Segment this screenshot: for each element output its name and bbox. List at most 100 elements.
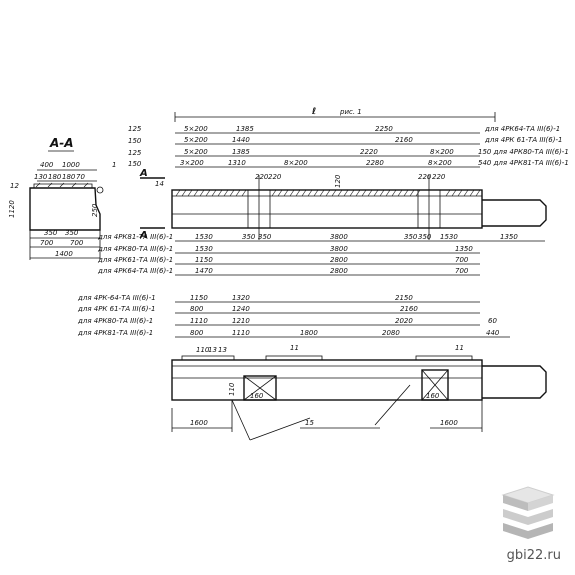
dim-text: 350 (242, 233, 256, 241)
lower-beam (171, 359, 483, 401)
dim-text: 1240 (232, 305, 250, 313)
dim-text: 1470 (195, 267, 213, 275)
site-logo (493, 483, 563, 563)
dim-text: 1350 (455, 245, 473, 253)
hatch-line (325, 189, 331, 197)
dim-text: 1320 (232, 294, 250, 302)
section-dim: 12 (10, 182, 19, 190)
hatch-line (319, 189, 325, 197)
upper-left-dim: 150 (128, 137, 142, 145)
hatch-line (271, 189, 277, 197)
hatch-line (457, 189, 463, 197)
upper-left-dim: 125 (128, 125, 142, 133)
dim-text: 220 (268, 173, 282, 181)
section-dim: 1120 (8, 200, 16, 218)
row-caption: для 4РК61-ТА III(6)-1 (97, 256, 173, 264)
dim-text: 1530 (440, 233, 458, 241)
dim-text: 2160 (395, 136, 413, 144)
section-profile (29, 187, 101, 231)
dim-text: 14 (155, 180, 164, 188)
dim-text: 1310 (228, 159, 246, 167)
dim-text: 1110 (190, 317, 208, 325)
row-caption: для 4РК 61-ТА III(6)-1 (484, 136, 562, 144)
hatch-line (283, 189, 289, 197)
hatch-line (463, 189, 469, 197)
section-dim: 250 (91, 203, 99, 217)
row-caption: для 4РК80-ТА III(6)-1 (77, 317, 153, 325)
hatch-line (217, 189, 223, 197)
dim-text: 5×200 (184, 148, 208, 156)
row-caption: для 4РК64-ТА III(6)-1 (97, 267, 173, 275)
row-caption: для 4РК64-ТА III(6)-1 (484, 125, 560, 133)
dim-text: 2800 (330, 256, 348, 264)
hatch-line (331, 189, 337, 197)
overall-length-dimension: ℓ рис. 1 (174, 107, 496, 122)
dim-text: 2160 (400, 305, 418, 313)
dim-text: 1385 (232, 148, 250, 156)
dim-text: 220 (418, 173, 432, 181)
dim-text: 160 (426, 392, 440, 400)
upper-left-dim: 125 (128, 149, 142, 157)
section-dim: 700 (70, 239, 84, 247)
hatch-line (397, 189, 403, 197)
section-dim: 350 (44, 229, 58, 237)
upper-beam (171, 189, 483, 229)
dim-text: 350 (418, 233, 432, 241)
site-url: gbi22.ru (506, 548, 561, 563)
hatch-line (445, 189, 451, 197)
dim-text: 1110 (232, 329, 250, 337)
hatch-line (403, 189, 409, 197)
section-dim: 70 (76, 173, 85, 181)
row-caption: для 4РК-64-ТА III(6)-1 (77, 294, 156, 302)
dim-text: 8×200 (430, 148, 454, 156)
dim-text: 1150 (195, 256, 213, 264)
row-caption: для 4РК80-ТА III(6)-1 (97, 245, 173, 253)
section-title: А-А (49, 136, 74, 150)
dim-text: 1350 (500, 233, 518, 241)
dim-text: 1530 (195, 245, 213, 253)
dim-text: 800 (190, 329, 204, 337)
hatch-line (343, 189, 349, 197)
dim-text: 8×200 (284, 159, 308, 167)
dim-text: 220 (255, 173, 269, 181)
row-caption: для 4РК 61-ТА III(6)-1 (77, 305, 155, 313)
dim-text: 13 (208, 346, 217, 354)
dim-text: 2080 (382, 329, 400, 337)
dim-text: 1440 (232, 136, 250, 144)
dim-text: 1150 (190, 294, 208, 302)
hatch-line (379, 189, 385, 197)
dim-text: 1600 (440, 419, 458, 427)
hatch-line (313, 189, 319, 197)
dim-text: 5×200 (184, 125, 208, 133)
dim-text: 8×200 (428, 159, 452, 167)
hatch-line (409, 189, 415, 197)
dim-text: 1385 (236, 125, 254, 133)
dim-text: 2800 (330, 267, 348, 275)
dim-text: 800 (190, 305, 204, 313)
hatch-line (229, 189, 235, 197)
hatch-line (289, 189, 295, 197)
dim-text: 700 (455, 267, 469, 275)
dim-text: 1800 (300, 329, 318, 337)
hatch-line (223, 189, 229, 197)
dim-text: 350 (404, 233, 418, 241)
dim-text: 700 (455, 256, 469, 264)
section-a-a: А-А 400 1000 130 180 180 70 1 12 1120 25… (8, 136, 116, 260)
hatch-line (235, 189, 241, 197)
dim-text: 11 (455, 344, 464, 352)
hatch-line (349, 189, 355, 197)
section-dim: 400 (40, 161, 54, 169)
dim-text: 2150 (395, 294, 413, 302)
dim-text: 15 (305, 419, 314, 427)
figure-label: рис. 1 (339, 108, 362, 116)
row-caption: 150 для 4РК80-ТА III(6)-1 (478, 148, 569, 156)
hatch-line (361, 189, 367, 197)
dim-text: 1600 (190, 419, 208, 427)
hatch-line (241, 189, 247, 197)
hatch-line (307, 189, 313, 197)
section-dim: 180 (62, 173, 76, 181)
length-label: ℓ (311, 107, 316, 117)
hatch-line (475, 189, 481, 197)
row-caption: для 4РК81-ТА III(6)-1 (97, 233, 173, 241)
hatch-line (187, 189, 193, 197)
